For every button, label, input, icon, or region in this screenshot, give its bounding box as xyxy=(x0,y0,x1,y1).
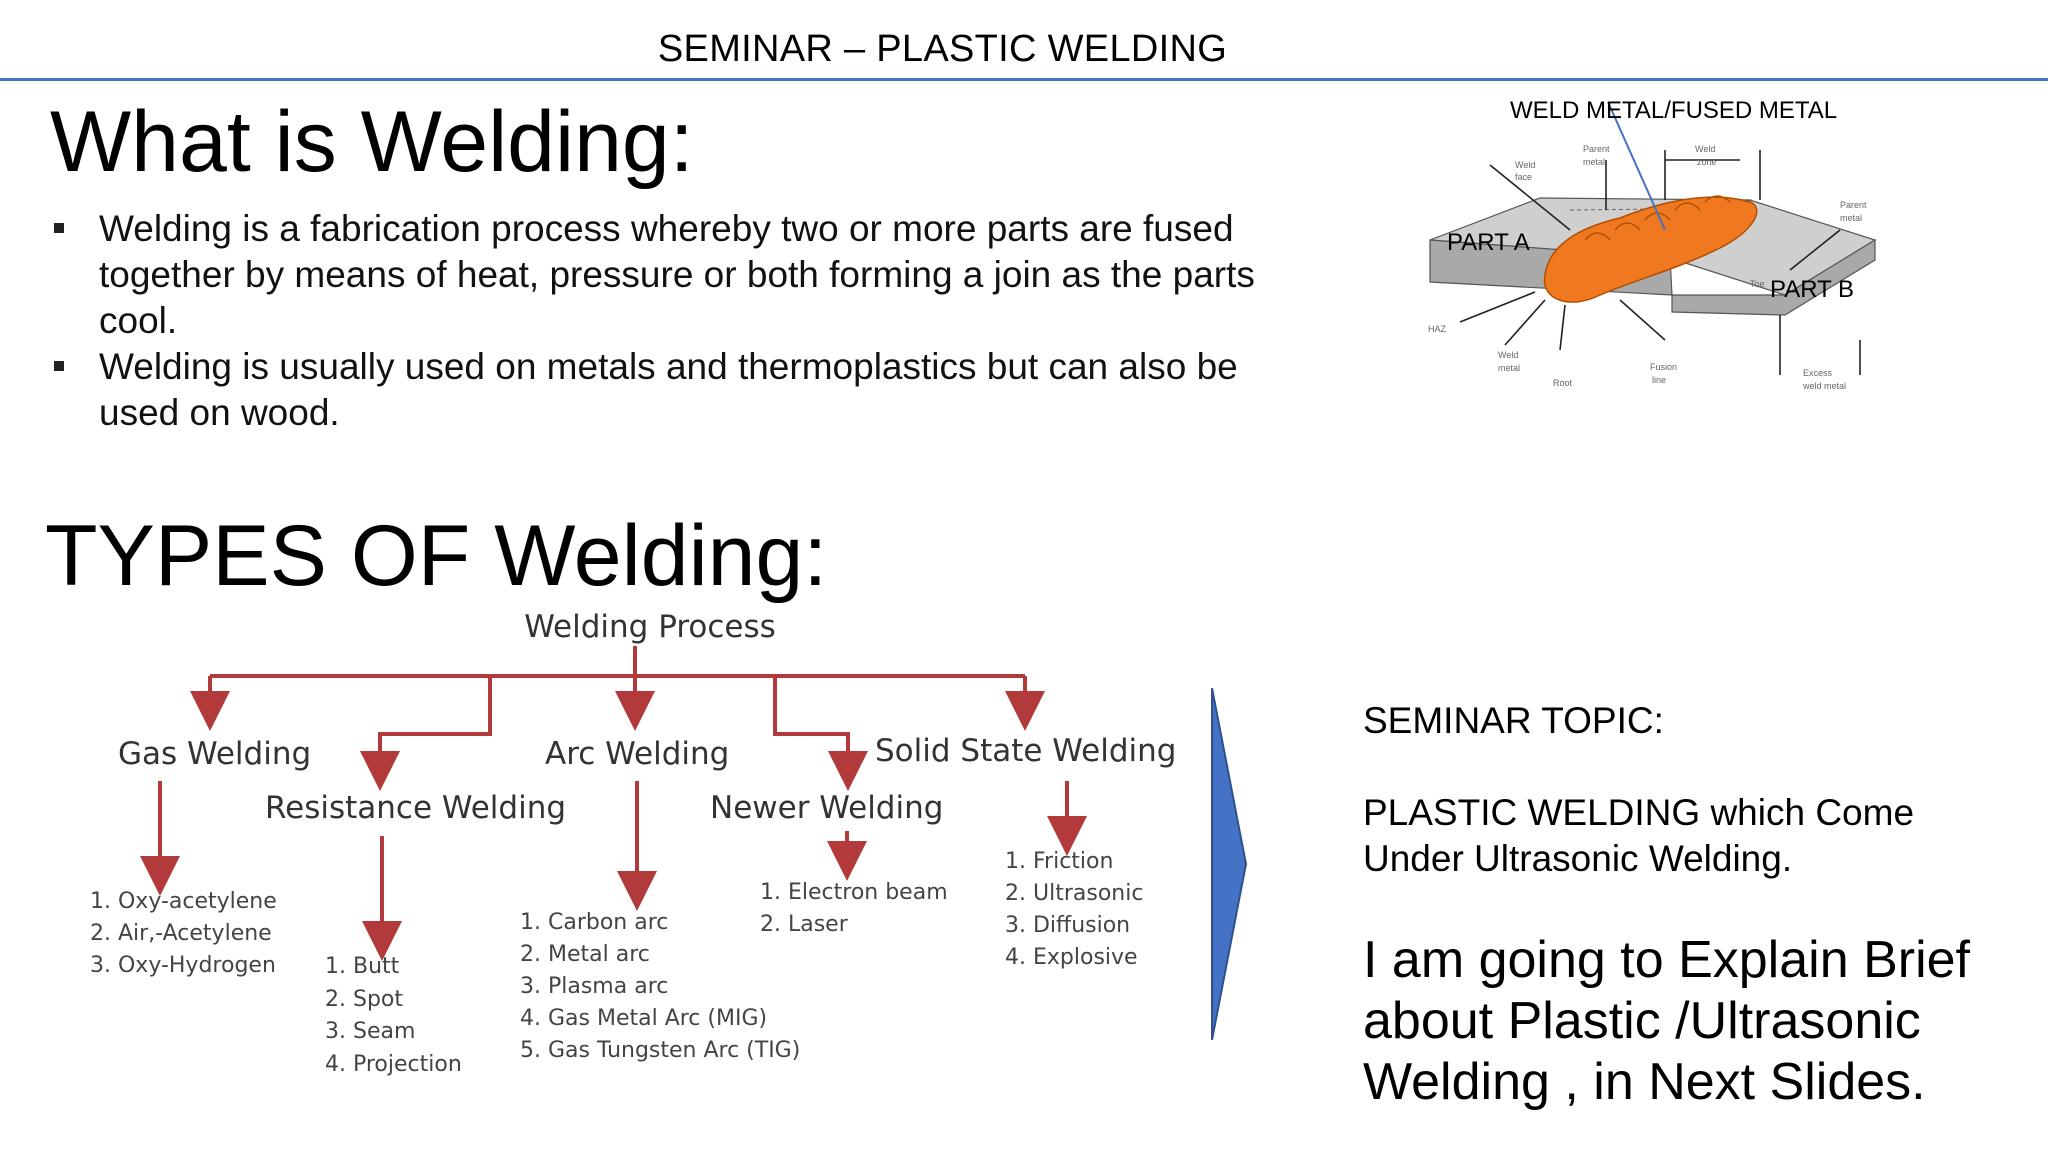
label-weld-face: Weld xyxy=(1515,160,1535,170)
bullet-line: Welding is usually used on metals and th… xyxy=(99,346,1238,387)
header-divider xyxy=(0,78,2048,81)
plate-b-side xyxy=(1671,238,1876,316)
label-parent-metal: Parent xyxy=(1583,144,1610,154)
bullet-line: together by means of heat, pressure or b… xyxy=(99,254,1255,295)
gas-item: 2. Air,-Acetylene xyxy=(90,921,272,946)
bullet-line: Welding is a fabrication process whereby… xyxy=(99,208,1234,249)
bullet-square-icon xyxy=(54,223,64,233)
label-weld-zone: zone xyxy=(1697,157,1717,167)
weld-metal-pointer xyxy=(1607,101,1666,231)
topic-heading: SEMINAR TOPIC: xyxy=(1363,700,1664,741)
resistance-item: 1. Butt xyxy=(325,954,400,979)
solid-state-item: 3. Diffusion xyxy=(1005,913,1130,938)
explain-line: Welding , in Next Slides. xyxy=(1363,1053,1926,1111)
part-a-label: PART A xyxy=(1447,229,1530,256)
label-weld-metal: Weld xyxy=(1498,350,1518,360)
arc-item: 5. Gas Tungsten Arc (TIG) xyxy=(520,1038,800,1063)
branch-newer-welding: Newer Welding xyxy=(710,790,943,826)
slide-header: SEMINAR – PLASTIC WELDING xyxy=(0,0,2048,81)
seminar-topic: SEMINAR TOPIC: PLASTIC WELDING which Com… xyxy=(1363,698,2003,882)
resistance-item: 2. Spot xyxy=(325,987,403,1012)
topic-line: PLASTIC WELDING which Come xyxy=(1363,792,1915,833)
section-title-what-is-welding: What is Welding: xyxy=(50,94,694,190)
label-haz: HAZ xyxy=(1428,324,1447,334)
branch-arc-welding: Arc Welding xyxy=(545,736,729,772)
tree-connectors xyxy=(140,646,1087,961)
bullet-line: cool. xyxy=(99,300,178,341)
branch-resistance-welding: Resistance Welding xyxy=(265,790,566,826)
topic-line: Under Ultrasonic Welding. xyxy=(1363,838,1793,879)
label-excess-weld-metal: weld metal xyxy=(1802,381,1846,391)
label-weld-metal: metal xyxy=(1498,363,1520,373)
section-title-types-of-welding: TYPES OF Welding: xyxy=(45,508,828,604)
label-weld-face: face xyxy=(1515,172,1532,182)
weld-bead xyxy=(1543,196,1758,303)
label-toe: Toe xyxy=(1750,279,1765,289)
label-excess-weld-metal: Excess xyxy=(1803,368,1833,378)
solid-state-item: 1. Friction xyxy=(1005,849,1113,874)
newer-item: 1. Electron beam xyxy=(760,880,948,905)
branch-labels: Gas Welding Resistance Welding Arc Weldi… xyxy=(118,733,1176,826)
explain-line: about Plastic /Ultrasonic xyxy=(1363,992,1921,1050)
arc-item: 4. Gas Metal Arc (MIG) xyxy=(520,1006,767,1031)
solid-state-item: 4. Explosive xyxy=(1005,945,1138,970)
label-fusion-line: Fusion xyxy=(1650,362,1677,372)
gas-item: 3. Oxy-Hydrogen xyxy=(90,953,276,978)
diagram-small-labels: Weld face Parent metal Weld zone Parent … xyxy=(1428,144,1867,391)
label-fusion-line: line xyxy=(1652,375,1666,385)
resistance-item: 3. Seam xyxy=(325,1019,415,1044)
bullet-item: Welding is a fabrication process whereby… xyxy=(50,206,1350,344)
newer-item: 2. Laser xyxy=(760,912,849,937)
chevron-right-icon xyxy=(1211,688,1248,1040)
branch-solid-state-welding: Solid State Welding xyxy=(875,733,1176,769)
bullet-line: used on wood. xyxy=(99,392,340,433)
resistance-item: 4. Projection xyxy=(325,1052,462,1077)
label-parent-metal-right: Parent xyxy=(1840,200,1867,210)
header-title: SEMINAR – PLASTIC WELDING xyxy=(657,28,1228,70)
bullet-item: Welding is usually used on metals and th… xyxy=(50,344,1350,436)
branch-items: 1. Oxy-acetylene 2. Air,-Acetylene 3. Ox… xyxy=(90,849,1143,1077)
pointer-lines xyxy=(1459,150,1861,375)
gas-item: 1. Oxy-acetylene xyxy=(90,889,277,914)
solid-state-item: 2. Ultrasonic xyxy=(1005,881,1143,906)
weld-joint-diagram: Weld face Parent metal Weld zone Parent … xyxy=(1428,97,1877,391)
branch-gas-welding: Gas Welding xyxy=(118,736,311,772)
tree-root-label: Welding Process xyxy=(524,609,776,645)
weld-metal-label: WELD METAL/FUSED METAL xyxy=(1510,97,1837,124)
welding-process-tree: Welding Process Gas Welding Resistance W… xyxy=(90,609,1176,1077)
part-b-label: PART B xyxy=(1770,276,1854,303)
label-weld-zone: Weld xyxy=(1695,144,1715,154)
arc-item: 2. Metal arc xyxy=(520,942,650,967)
explain-line: I am going to Explain Brief xyxy=(1363,931,1970,989)
label-root: Root xyxy=(1553,378,1573,388)
bullet-square-icon xyxy=(54,361,64,371)
explain-note: I am going to Explain Brief about Plasti… xyxy=(1363,930,2003,1113)
arc-item: 3. Plasma arc xyxy=(520,974,668,999)
label-parent-metal-right: metal xyxy=(1840,213,1862,223)
definition-bullets: Welding is a fabrication process whereby… xyxy=(50,206,1350,436)
arc-item: 1. Carbon arc xyxy=(520,910,668,935)
label-parent-metal: metal xyxy=(1583,157,1605,167)
